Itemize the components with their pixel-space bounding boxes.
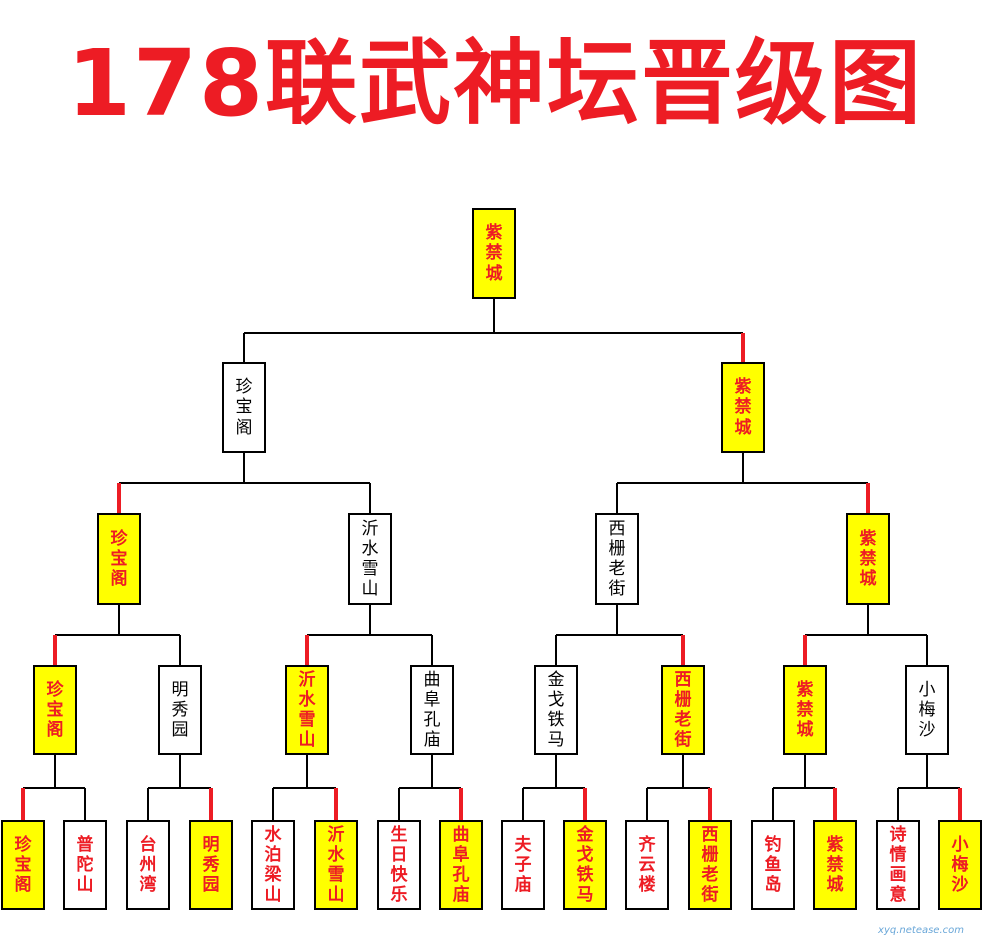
team-name: 珍宝阁 <box>46 679 64 741</box>
team-name: 小梅沙 <box>951 834 969 896</box>
team-box: 紫禁城 <box>721 362 765 453</box>
team-box: 曲阜孔庙 <box>439 820 483 910</box>
team-name: 紫禁城 <box>485 223 503 284</box>
team-box: 诗情画意 <box>876 820 920 910</box>
team-name: 明秀园 <box>171 679 189 741</box>
team-box: 沂水雪山 <box>348 513 392 605</box>
team-name: 珍宝阁 <box>235 377 253 438</box>
team-box: 紫禁城 <box>813 820 857 910</box>
team-box: 珍宝阁 <box>97 513 141 605</box>
team-box: 西栅老街 <box>688 820 732 910</box>
team-box: 珍宝阁 <box>1 820 45 910</box>
team-name: 紫禁城 <box>734 377 752 438</box>
team-name: 西栅老街 <box>674 669 692 751</box>
team-box: 小梅沙 <box>905 665 949 755</box>
team-box: 明秀园 <box>158 665 202 755</box>
team-box: 沂水雪山 <box>285 665 329 755</box>
team-box: 夫子庙 <box>501 820 545 910</box>
team-box: 西栅老街 <box>595 513 639 605</box>
team-name: 曲阜孔庙 <box>452 824 470 906</box>
team-name: 沂水雪山 <box>327 824 345 906</box>
team-name: 台州湾 <box>139 834 157 896</box>
team-name: 西栅老街 <box>701 824 719 906</box>
team-name: 明秀园 <box>202 834 220 896</box>
team-name: 紫禁城 <box>859 528 877 590</box>
team-box: 金戈铁马 <box>563 820 607 910</box>
team-name: 珍宝阁 <box>110 528 128 590</box>
team-name: 西栅老街 <box>608 518 626 600</box>
champion-box: 紫禁城 <box>472 208 516 299</box>
team-name: 小梅沙 <box>918 679 936 741</box>
page-title: 178联武神坛晋级图 <box>66 30 924 137</box>
team-box: 齐云楼 <box>625 820 669 910</box>
team-name: 紫禁城 <box>796 679 814 741</box>
team-box: 紫禁城 <box>846 513 890 605</box>
team-name: 金戈铁马 <box>576 824 594 906</box>
team-box: 台州湾 <box>126 820 170 910</box>
team-box: 珍宝阁 <box>33 665 77 755</box>
team-box: 紫禁城 <box>783 665 827 755</box>
team-box: 沂水雪山 <box>314 820 358 910</box>
team-box: 生日快乐 <box>377 820 421 910</box>
team-box: 金戈铁马 <box>534 665 578 755</box>
team-box: 小梅沙 <box>938 820 982 910</box>
team-box: 西栅老街 <box>661 665 705 755</box>
team-name: 齐云楼 <box>638 834 656 896</box>
team-box: 明秀园 <box>189 820 233 910</box>
team-name: 沂水雪山 <box>298 669 316 751</box>
team-name: 夫子庙 <box>514 834 532 896</box>
team-name: 金戈铁马 <box>547 669 565 751</box>
team-name: 普陀山 <box>76 834 94 896</box>
team-name: 钓鱼岛 <box>764 834 782 896</box>
team-name: 沂水雪山 <box>361 518 379 600</box>
team-box: 珍宝阁 <box>222 362 266 453</box>
team-name: 紫禁城 <box>826 834 844 896</box>
team-name: 曲阜孔庙 <box>423 669 441 751</box>
team-box: 曲阜孔庙 <box>410 665 454 755</box>
watermark: xyq.netease.com <box>878 925 964 936</box>
team-box: 水泊梁山 <box>251 820 295 910</box>
team-box: 普陀山 <box>63 820 107 910</box>
team-box: 钓鱼岛 <box>751 820 795 910</box>
team-name: 水泊梁山 <box>264 824 282 906</box>
team-name: 生日快乐 <box>390 824 408 906</box>
team-name: 诗情画意 <box>889 824 907 906</box>
team-name: 珍宝阁 <box>14 834 32 896</box>
